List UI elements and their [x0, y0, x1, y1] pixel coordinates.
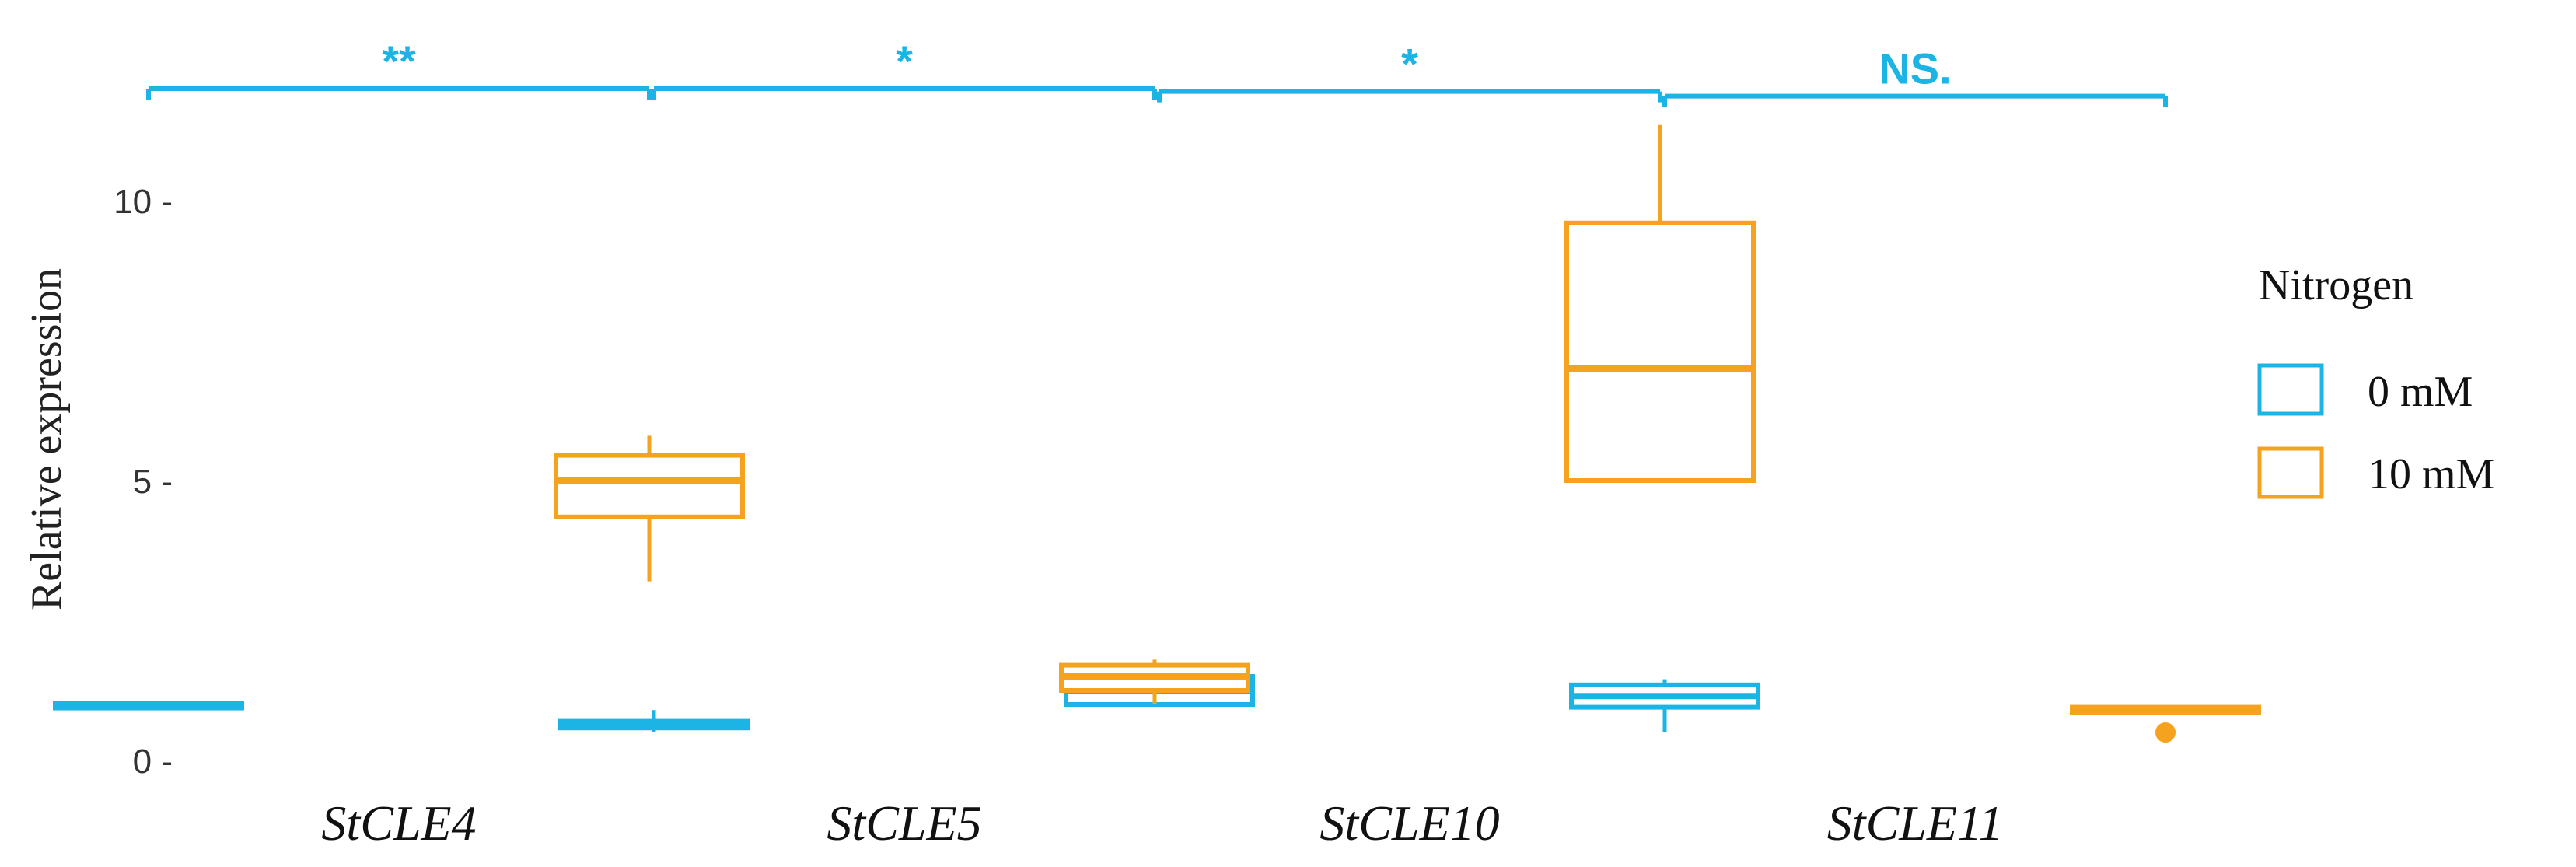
y-tick-label: 0 - — [133, 743, 173, 781]
y-tick-label: 5 - — [133, 463, 173, 501]
legend-swatch-0mm — [2257, 363, 2324, 416]
significance-label: * — [1401, 40, 1418, 89]
outlier-point — [2155, 722, 2176, 743]
x-tick-label: StCLE11 — [1827, 795, 2003, 851]
x-tick-label: StCLE10 — [1319, 795, 1499, 851]
significance-label: ** — [382, 37, 416, 86]
legend-label-10mm: 10 mM — [2368, 450, 2494, 498]
box — [1564, 220, 1756, 483]
significance-label: * — [896, 37, 913, 86]
y-tick-label: 10 - — [114, 183, 173, 221]
box — [554, 453, 745, 519]
y-axis-title: Relative expression — [23, 268, 71, 610]
legend: Nitrogen 0 mM 10 mM — [2257, 261, 2494, 499]
x-tick-label: StCLE5 — [827, 795, 981, 851]
legend-swatch-10mm — [2257, 446, 2324, 499]
legend-title: Nitrogen — [2259, 261, 2413, 309]
x-tick-label: StCLE4 — [321, 795, 476, 851]
legend-label-0mm: 0 mM — [2368, 368, 2473, 416]
significance-label: NS. — [1879, 44, 1951, 93]
